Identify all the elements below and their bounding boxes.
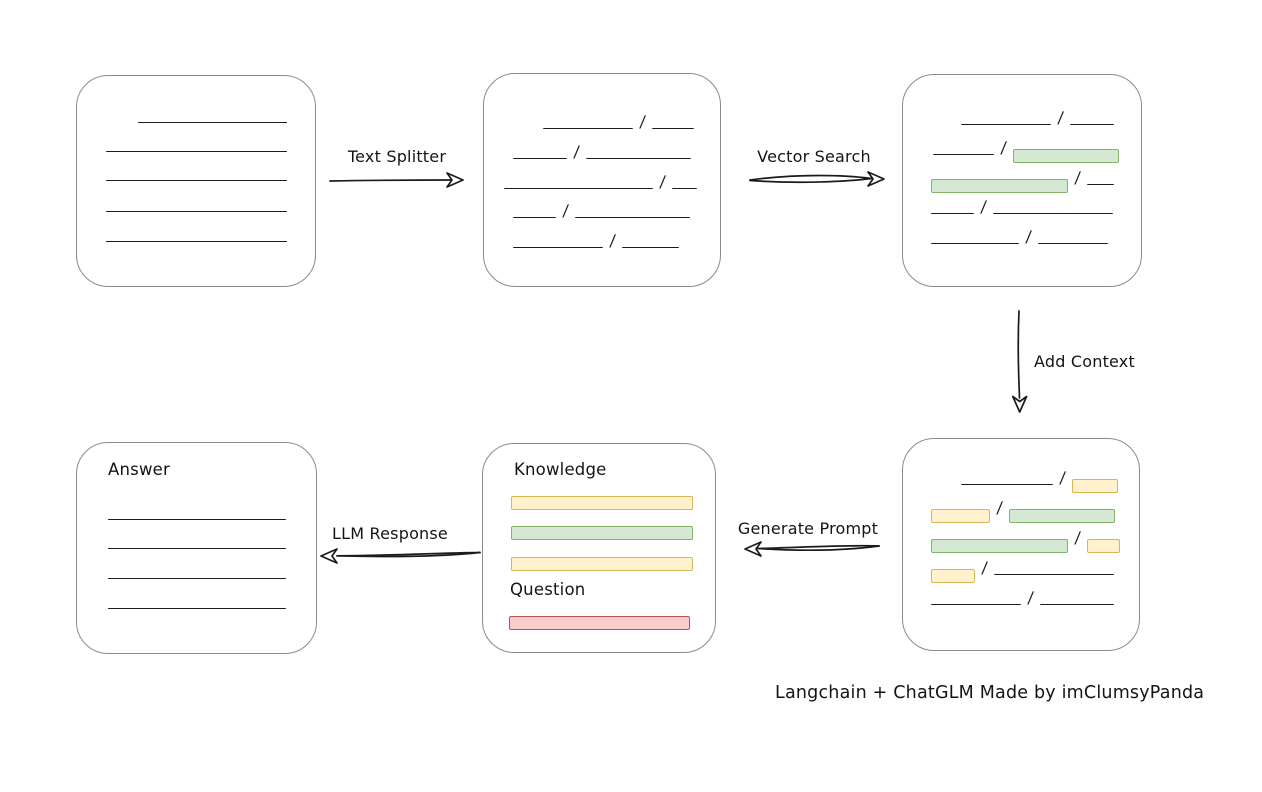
chunk-row: / <box>513 201 691 220</box>
llm-response-label: LLM Response <box>332 524 448 543</box>
slash-separator: / <box>1074 528 1082 547</box>
text-line <box>108 608 286 609</box>
chunk-row: / <box>933 138 1120 163</box>
chunk-row: / <box>931 588 1115 607</box>
chunk-row: / <box>504 172 698 191</box>
text-line <box>108 519 286 520</box>
chunk-row: / <box>513 142 692 161</box>
source-document-box <box>76 75 316 287</box>
chunk-row: / <box>513 231 680 250</box>
green-chunk-chip <box>931 179 1068 193</box>
slash-separator: / <box>1074 168 1082 187</box>
text-line <box>106 180 287 181</box>
text-line <box>652 128 695 130</box>
text-line <box>672 188 698 190</box>
chunk-row: / <box>931 197 1114 216</box>
text-line <box>513 217 556 219</box>
text-line <box>513 247 603 249</box>
yellow-chunk-chip <box>1087 539 1121 553</box>
text-line <box>993 213 1114 215</box>
text-splitter-label: Text Splitter <box>347 147 447 166</box>
text-splitter-arrow <box>329 172 464 188</box>
answer-box: Answer <box>76 442 317 654</box>
yellow-chunk-chip <box>931 569 975 583</box>
text-line <box>138 122 287 123</box>
slash-separator: / <box>562 201 570 220</box>
matched-chunks-box: / / / / / <box>902 74 1142 287</box>
text-line <box>586 158 692 160</box>
text-line <box>504 188 653 190</box>
slash-separator: / <box>1000 138 1008 157</box>
slash-separator: / <box>659 172 667 191</box>
add-context-arrow <box>1011 310 1028 413</box>
question-label: Question <box>510 580 586 599</box>
yellow-chunk-chip <box>1072 479 1119 493</box>
chunk-row: / <box>931 168 1115 193</box>
vector-search-label: Vector Search <box>757 147 871 166</box>
green-chunk-chip <box>1013 149 1120 163</box>
red-bar <box>509 616 690 630</box>
add-context-label: Add Context <box>1034 352 1135 371</box>
text-line <box>513 158 567 160</box>
chunk-row: / <box>961 468 1119 493</box>
slash-separator: / <box>1025 227 1033 246</box>
split-chunks-box: / / / / / <box>483 73 721 287</box>
slash-separator: / <box>1027 588 1035 607</box>
context-chunks-box: / / / / / <box>902 438 1140 651</box>
slash-separator: / <box>609 231 617 250</box>
text-line <box>931 243 1019 245</box>
text-line <box>106 151 287 152</box>
text-line <box>543 128 633 130</box>
yellow-chunk-chip <box>931 509 990 523</box>
text-line <box>575 217 691 219</box>
green-bar <box>511 526 693 540</box>
prompt-box: Knowledge Question <box>482 443 716 653</box>
slash-separator: / <box>981 558 989 577</box>
chunk-row: / <box>931 528 1121 553</box>
yellow-bar <box>511 557 693 571</box>
text-line <box>931 213 974 215</box>
slash-separator: / <box>639 112 647 131</box>
credit-text: Langchain + ChatGLM Made by imClumsyPand… <box>775 683 1205 703</box>
llm-response-arrow <box>320 548 481 564</box>
text-line <box>108 578 286 579</box>
chunk-row: / <box>543 112 695 131</box>
generate-prompt-label: Generate Prompt <box>737 519 879 538</box>
knowledge-label: Knowledge <box>514 460 607 479</box>
text-line <box>1070 124 1115 126</box>
slash-separator: / <box>573 142 581 161</box>
chunk-row: / <box>961 108 1115 127</box>
text-line <box>1087 184 1115 186</box>
vector-search-arrow <box>749 171 885 187</box>
green-chunk-chip <box>1009 509 1116 523</box>
answer-label: Answer <box>108 460 170 479</box>
chunk-row: / <box>931 558 1115 583</box>
text-line <box>961 124 1051 126</box>
text-line <box>931 604 1021 606</box>
text-line <box>108 548 286 549</box>
slash-separator: / <box>996 498 1004 517</box>
slash-separator: / <box>1059 468 1067 487</box>
generate-prompt-arrow <box>744 541 880 557</box>
text-line <box>994 574 1115 576</box>
slash-separator: / <box>1057 108 1065 127</box>
text-line <box>106 241 287 242</box>
text-line <box>1040 604 1115 606</box>
text-line <box>106 211 287 212</box>
slash-separator: / <box>980 197 988 216</box>
yellow-bar <box>511 496 693 510</box>
chunk-row: / <box>931 227 1109 246</box>
text-line <box>933 154 994 156</box>
green-chunk-chip <box>931 539 1068 553</box>
text-line <box>622 247 680 249</box>
chunk-row: / <box>931 498 1116 523</box>
text-line <box>1038 243 1109 245</box>
text-line <box>961 484 1053 486</box>
